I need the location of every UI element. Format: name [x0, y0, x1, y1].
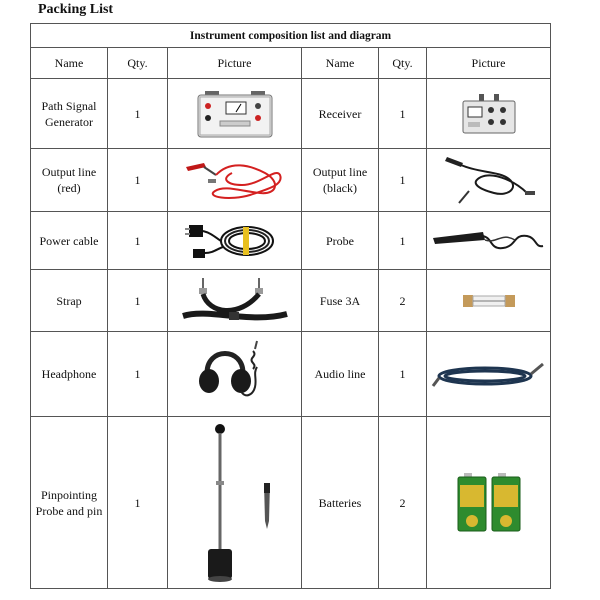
item-name: Output line (black): [301, 148, 379, 212]
table-row: Strap 1 Fuse 3A 2: [30, 269, 552, 332]
audio-line-icon: [431, 362, 544, 387]
pinpointing-probe-icon: [207, 423, 270, 582]
item-qty: 1: [107, 78, 168, 149]
item-name: Headphone: [30, 331, 108, 417]
item-name: Pinpointing Probe and pin: [30, 416, 108, 589]
header-qty-right: Qty.: [378, 47, 427, 79]
black-output-line-icon: [444, 157, 535, 204]
table-row: Headphone 1 Audio line 1: [30, 331, 552, 417]
page-title: Packing List: [38, 2, 114, 17]
table-row: Pinpointing Probe and pin 1 Batteries 2: [30, 416, 552, 589]
item-name: Output line (red): [30, 148, 108, 212]
item-qty: 1: [107, 416, 168, 589]
strap-icon: [181, 277, 288, 320]
table-caption: Instrument composition list and diagram: [29, 23, 552, 48]
item-qty: 1: [107, 331, 168, 417]
header-name-left: Name: [30, 47, 108, 79]
fuse-icon: [462, 294, 515, 307]
header-name-right: Name: [301, 47, 379, 79]
item-name: Strap: [30, 269, 108, 332]
table-row: Path Signal Generator 1 Receiver 1: [30, 78, 552, 149]
item-name: Probe: [301, 211, 379, 270]
packing-list-table: Instrument composition list and diagram …: [29, 23, 552, 589]
item-qty: 1: [107, 269, 168, 332]
batteries-icon: [457, 472, 521, 531]
header-picture-left: Picture: [167, 47, 302, 79]
item-name: Batteries: [301, 416, 379, 589]
item-name: Audio line: [301, 331, 379, 417]
item-qty: 2: [378, 269, 427, 332]
table-row: Output line (red) 1 Output line (black) …: [30, 148, 552, 212]
item-name: Fuse 3A: [301, 269, 379, 332]
header-picture-right: Picture: [425, 47, 552, 79]
item-name: Receiver: [301, 78, 379, 149]
item-qty: 1: [107, 211, 168, 270]
power-cable-icon: [184, 224, 274, 258]
table-header-row: Name Qty. Picture Name Qty. Picture: [30, 47, 552, 79]
signal-generator-icon: [197, 90, 272, 137]
headphone-icon: [198, 340, 258, 397]
probe-icon: [432, 231, 543, 249]
header-qty-left: Qty.: [107, 47, 168, 79]
receiver-icon: [462, 93, 516, 133]
item-qty: 1: [107, 148, 168, 212]
item-qty: 1: [378, 78, 427, 149]
item-qty: 1: [378, 211, 427, 270]
item-name: Power cable: [30, 211, 108, 270]
item-qty: 1: [378, 148, 427, 212]
item-qty: 2: [378, 416, 427, 589]
item-name: Path Signal Generator: [30, 78, 108, 149]
table-row: Power cable 1 Probe 1: [30, 211, 552, 270]
red-output-line-icon: [185, 163, 282, 199]
item-qty: 1: [378, 331, 427, 417]
